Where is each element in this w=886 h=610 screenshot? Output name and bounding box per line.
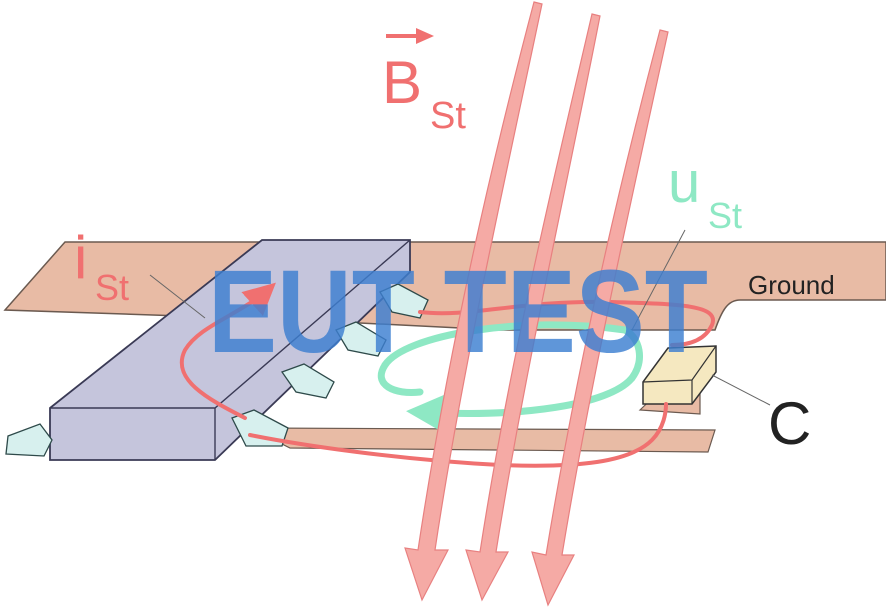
leader-lines <box>149 229 771 406</box>
watermark: EUT TEST <box>208 246 708 378</box>
label-b-sub: St <box>430 95 466 137</box>
label-i-main: i <box>74 224 87 291</box>
label-i-sub: St <box>95 267 129 308</box>
label-ground: Ground <box>748 270 835 300</box>
magnetic-field-arrows <box>404 1 669 607</box>
label-u-main: u <box>668 150 700 215</box>
label-b-main: B <box>382 49 422 116</box>
label-u-sub: St <box>708 195 742 236</box>
label-capacitor: C <box>768 390 811 457</box>
vector-arrow-icon <box>386 28 434 44</box>
ic-chip <box>49 239 411 461</box>
current-path <box>179 282 715 468</box>
